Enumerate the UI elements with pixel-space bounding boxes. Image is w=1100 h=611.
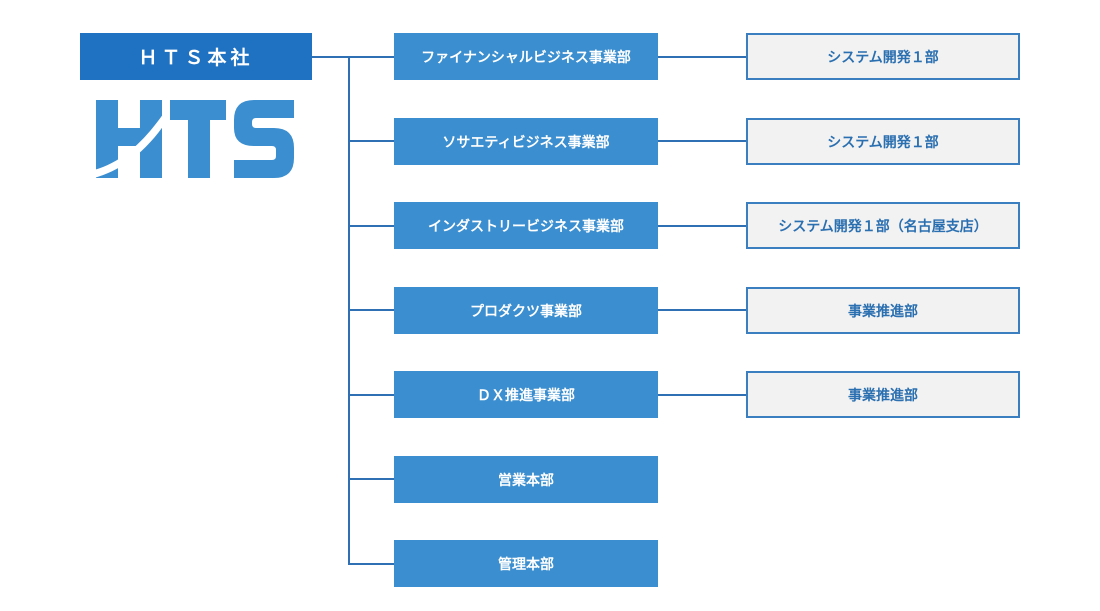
division-label: プロダクツ事業部 [470, 303, 582, 320]
hts-logo [94, 100, 294, 178]
division-label: 営業本部 [498, 472, 554, 489]
sub-department-box[interactable]: システム開発１部 [746, 33, 1020, 80]
sub-department-box[interactable]: システム開発１部 [746, 118, 1020, 165]
hq-connector [312, 56, 350, 58]
division-connector [349, 394, 394, 396]
division-label: 管理本部 [498, 556, 554, 573]
sub-connector [658, 309, 746, 311]
division-box[interactable]: 営業本部 [394, 456, 658, 503]
sub-connector [658, 140, 746, 142]
sub-department-label: システム開発１部 [827, 49, 939, 66]
division-connector [349, 140, 394, 142]
sub-department-label: 事業推進部 [848, 303, 918, 320]
sub-department-box[interactable]: 事業推進部 [746, 287, 1020, 334]
division-box[interactable]: プロダクツ事業部 [394, 287, 658, 334]
division-connector [349, 478, 394, 480]
division-connector [349, 563, 394, 565]
division-box[interactable]: ファイナンシャルビジネス事業部 [394, 33, 658, 80]
division-box[interactable]: インダストリービジネス事業部 [394, 202, 658, 249]
division-label: ＤＸ推進事業部 [477, 387, 575, 404]
division-box[interactable]: ソサエティビジネス事業部 [394, 118, 658, 165]
sub-connector [658, 225, 746, 227]
division-connector [349, 56, 394, 58]
sub-department-box[interactable]: システム開発１部（名古屋支店） [746, 202, 1020, 249]
division-label: ソサエティビジネス事業部 [442, 134, 610, 151]
sub-department-label: システム開発１部 [827, 134, 939, 151]
hq-box[interactable]: ＨＴＳ本社 [80, 33, 312, 80]
division-label: インダストリービジネス事業部 [428, 218, 624, 235]
hq-label: ＨＴＳ本社 [138, 47, 254, 69]
division-box[interactable]: ＤＸ推進事業部 [394, 371, 658, 418]
division-connector [349, 225, 394, 227]
division-box[interactable]: 管理本部 [394, 540, 658, 587]
division-label: ファイナンシャルビジネス事業部 [421, 49, 631, 66]
sub-department-label: 事業推進部 [848, 387, 918, 404]
sub-department-box[interactable]: 事業推進部 [746, 371, 1020, 418]
division-connector [349, 309, 394, 311]
sub-connector [658, 394, 746, 396]
sub-connector [658, 56, 746, 58]
sub-department-label: システム開発１部（名古屋支店） [778, 218, 988, 235]
